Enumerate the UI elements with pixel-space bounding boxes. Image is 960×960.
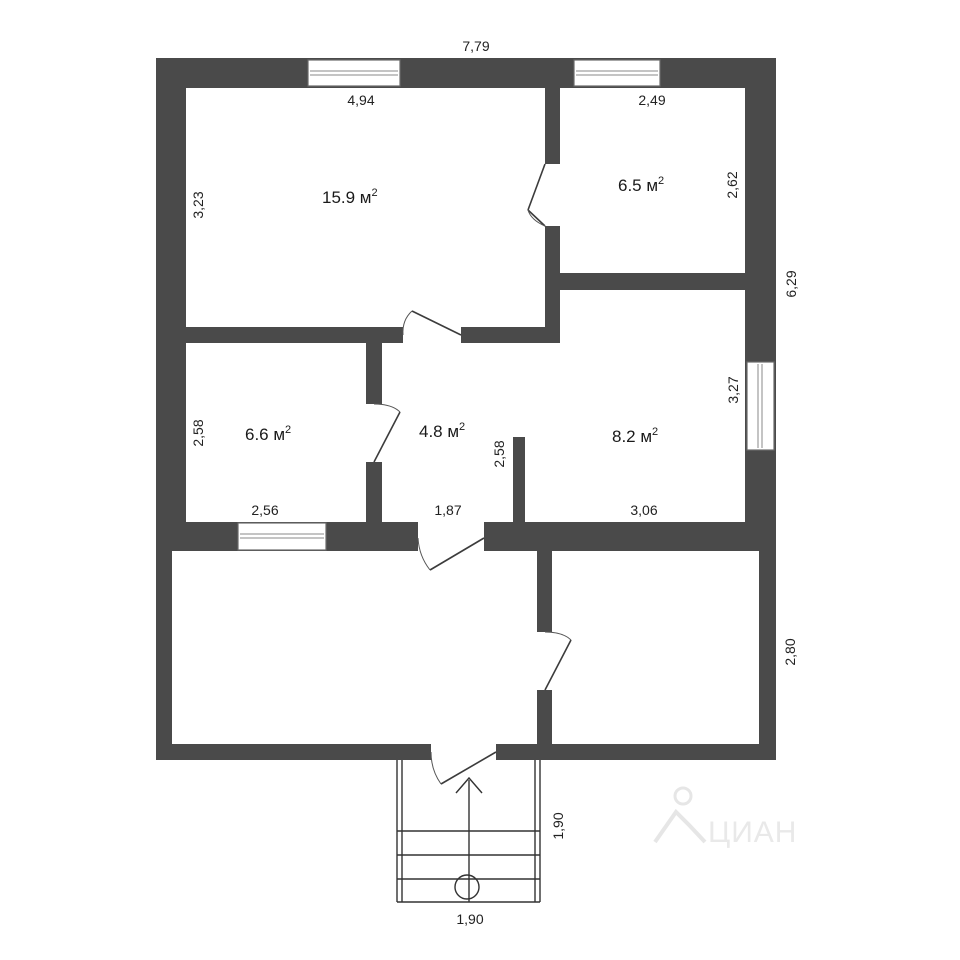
area-right-room: 8.2 м2: [612, 426, 658, 446]
door-entrance: [430, 751, 497, 785]
room-left-middle: [186, 343, 366, 522]
window-right: [746, 361, 775, 451]
door-hall-bottom: [417, 537, 485, 571]
watermark-text: ЦИАН: [708, 816, 797, 849]
window-top-right: [573, 59, 661, 87]
dim-small-room-width: 2,49: [638, 92, 665, 108]
dim-hall-depth: 2,58: [491, 440, 507, 467]
area-hall: 4.8 м2: [419, 421, 465, 441]
dim-outer-depth: 6,29: [783, 270, 799, 297]
door-large-room: [527, 163, 546, 227]
watermark-logo-icon: [653, 786, 707, 844]
window-middle-left: [237, 522, 327, 551]
area-small-room: 6.5 м2: [618, 175, 664, 195]
veranda-right: [552, 551, 759, 744]
door-openings: [366, 164, 560, 760]
dim-small-room-depth: 2,62: [724, 171, 740, 198]
door-veranda-inner: [544, 631, 572, 691]
room-small-top-right: [560, 88, 745, 273]
area-large-room: 15.9 м2: [322, 187, 378, 207]
dim-right-room-width: 3,06: [630, 502, 657, 518]
door-large-room-bottom: [402, 310, 462, 336]
dim-porch-depth: 1,90: [550, 812, 566, 839]
hall-and-right-room: [382, 290, 745, 522]
dim-veranda-depth: 2,80: [782, 638, 798, 665]
dimension-labels: 7,79 4,94 2,49 3,23 2,62 6,29 3,27 2,58 …: [190, 38, 799, 927]
dim-right-room-depth: 3,27: [725, 376, 741, 403]
window-top-left: [307, 59, 401, 87]
dim-porch-width: 1,90: [456, 911, 483, 927]
room-large: [186, 88, 545, 327]
area-left-room: 6.6 м2: [245, 424, 291, 444]
dim-large-room-width: 4,94: [347, 92, 374, 108]
wall-stub: [513, 437, 525, 522]
dim-outer-width: 7,79: [462, 38, 489, 54]
dim-left-room-width: 2,56: [251, 502, 278, 518]
door-left-room: [373, 403, 401, 463]
dim-large-room-depth: 3,23: [190, 191, 206, 218]
stair-start-icon: [454, 874, 480, 900]
dim-hall-width: 1,87: [434, 502, 461, 518]
veranda-left: [172, 551, 537, 744]
area-labels: 15.9 м2 6.5 м2 6.6 м2 4.8 м2 8.2 м2: [245, 175, 664, 446]
porch-stairs: [396, 760, 541, 903]
dim-left-room-depth: 2,58: [190, 419, 206, 446]
watermark: ЦИАН: [653, 786, 797, 849]
